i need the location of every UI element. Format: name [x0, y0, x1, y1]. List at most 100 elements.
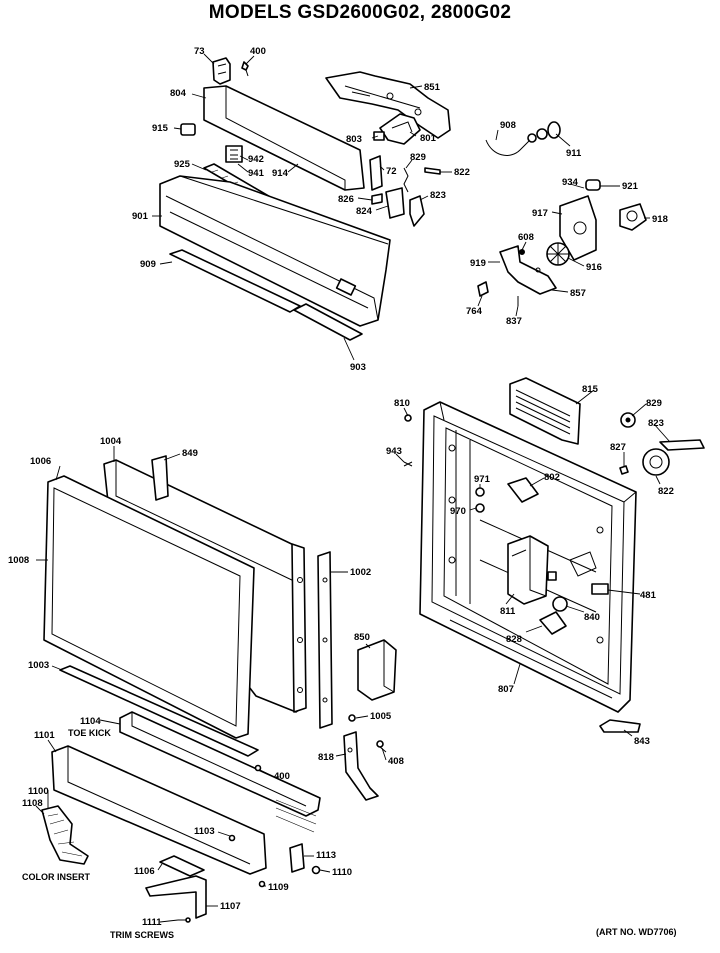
- label-1104: 1104: [80, 716, 101, 727]
- label-828: 828: [506, 634, 522, 645]
- part-1100-color-insert: [41, 805, 89, 865]
- label-919: 919: [470, 258, 486, 269]
- part-1104-toe-kick: [119, 711, 321, 817]
- label-803: 803: [346, 134, 362, 145]
- label-1003: 1003: [28, 660, 49, 671]
- label-764: 764: [466, 306, 483, 317]
- label-826: 826: [338, 194, 354, 205]
- label-1108: 1108: [22, 798, 43, 809]
- label-824: 824: [356, 206, 373, 217]
- part-851-bracket: [325, 71, 451, 139]
- label-1106: 1106: [134, 866, 155, 877]
- part-916-fan: [546, 242, 570, 266]
- part-909-bar: [169, 249, 301, 313]
- label-934: 934: [562, 177, 579, 188]
- label-807: 807: [498, 684, 514, 695]
- part-915-clip: [180, 123, 196, 136]
- label-840: 840: [584, 612, 600, 623]
- label-481: 481: [640, 590, 657, 601]
- label-1100: 1100: [28, 786, 49, 797]
- label-73: 73: [194, 46, 205, 57]
- label-827: 827: [610, 442, 626, 453]
- part-1101-kick-panel: [51, 745, 317, 875]
- part-73-bracket: [212, 57, 231, 85]
- label-72: 72: [386, 166, 397, 177]
- part-803-801-latch: [373, 113, 421, 145]
- label-943: 943: [386, 446, 402, 457]
- label-1111: 1111: [142, 917, 162, 928]
- part-1111-trim-screw: [178, 917, 191, 923]
- label-1005: 1005: [370, 711, 392, 722]
- label-823: 823: [430, 190, 446, 201]
- label-942: 942: [248, 154, 264, 165]
- label-818: 818: [318, 752, 334, 763]
- part-829-822-hardware: [403, 167, 441, 193]
- label-822: 822: [454, 167, 470, 178]
- part-1103-screw: [228, 834, 236, 842]
- part-labels: 73 400 851 804 915 803 801 942 941 914 7…: [8, 46, 677, 940]
- label-823-right: 823: [648, 418, 664, 429]
- label-1109: 1109: [268, 882, 289, 893]
- part-408-screw: [376, 740, 387, 753]
- label-908: 908: [500, 120, 516, 131]
- label-1008: 1008: [8, 555, 29, 566]
- label-1110: 1110: [332, 867, 352, 878]
- label-829-right: 829: [646, 398, 662, 409]
- part-810-943-screws: [403, 414, 413, 467]
- part-824-bracket: [385, 187, 405, 219]
- label-608: 608: [518, 232, 534, 243]
- label-837: 837: [506, 316, 522, 327]
- part-1003-strip: [59, 665, 259, 757]
- part-481-plate: [591, 583, 609, 595]
- label-1006: 1006: [30, 456, 51, 467]
- art-number: (ART NO. WD7706): [596, 927, 677, 937]
- part-826-clip: [371, 193, 383, 205]
- part-1109-screw: [258, 880, 266, 888]
- caption-color-insert: COLOR INSERT: [22, 872, 91, 882]
- part-1113-bracket: [289, 843, 321, 875]
- part-1005-screw: [348, 714, 356, 722]
- part-400-screw: [241, 61, 249, 77]
- label-804: 804: [170, 88, 187, 99]
- label-815: 815: [582, 384, 599, 395]
- caption-toe-kick: TOE KICK: [68, 728, 111, 738]
- page-title: MODELS GSD2600G02, 2800G02: [208, 2, 512, 23]
- label-915: 915: [152, 123, 169, 134]
- label-925: 925: [174, 159, 191, 170]
- label-851: 851: [424, 82, 441, 93]
- label-408: 408: [388, 756, 404, 767]
- label-901: 901: [132, 211, 149, 222]
- label-400: 400: [250, 46, 266, 57]
- part-850-cover: [357, 639, 397, 701]
- label-914: 914: [272, 168, 289, 179]
- label-811: 811: [500, 606, 516, 617]
- label-918: 918: [652, 214, 668, 225]
- part-804-panel: [203, 85, 365, 191]
- caption-trim-screws: TRIM SCREWS: [110, 930, 174, 940]
- label-917: 917: [532, 208, 548, 219]
- part-1002-rail: [317, 551, 333, 729]
- label-829: 829: [410, 152, 426, 163]
- label-850: 850: [354, 632, 370, 643]
- part-917-timer: [559, 179, 647, 261]
- part-908-harness: [485, 121, 561, 156]
- part-840-828-parts: [539, 551, 597, 635]
- label-1002: 1002: [350, 567, 371, 578]
- label-810: 810: [394, 398, 410, 409]
- part-829-823-822-right: [619, 412, 705, 476]
- part-818-hinge: [343, 731, 379, 801]
- label-911: 911: [566, 148, 582, 159]
- part-72-bracket: [369, 155, 383, 191]
- label-941: 941: [248, 168, 265, 179]
- label-1107: 1107: [220, 901, 241, 912]
- label-909: 909: [140, 259, 156, 270]
- part-919-bracket: [477, 245, 557, 306]
- label-400-lower: 400: [274, 771, 290, 782]
- label-1004: 1004: [100, 436, 122, 447]
- label-1101: 1101: [34, 730, 55, 741]
- part-811-detergent-cup: [507, 535, 557, 605]
- part-849-hinge: [151, 455, 169, 501]
- part-400b-screw: [254, 764, 262, 772]
- label-916: 916: [586, 262, 602, 273]
